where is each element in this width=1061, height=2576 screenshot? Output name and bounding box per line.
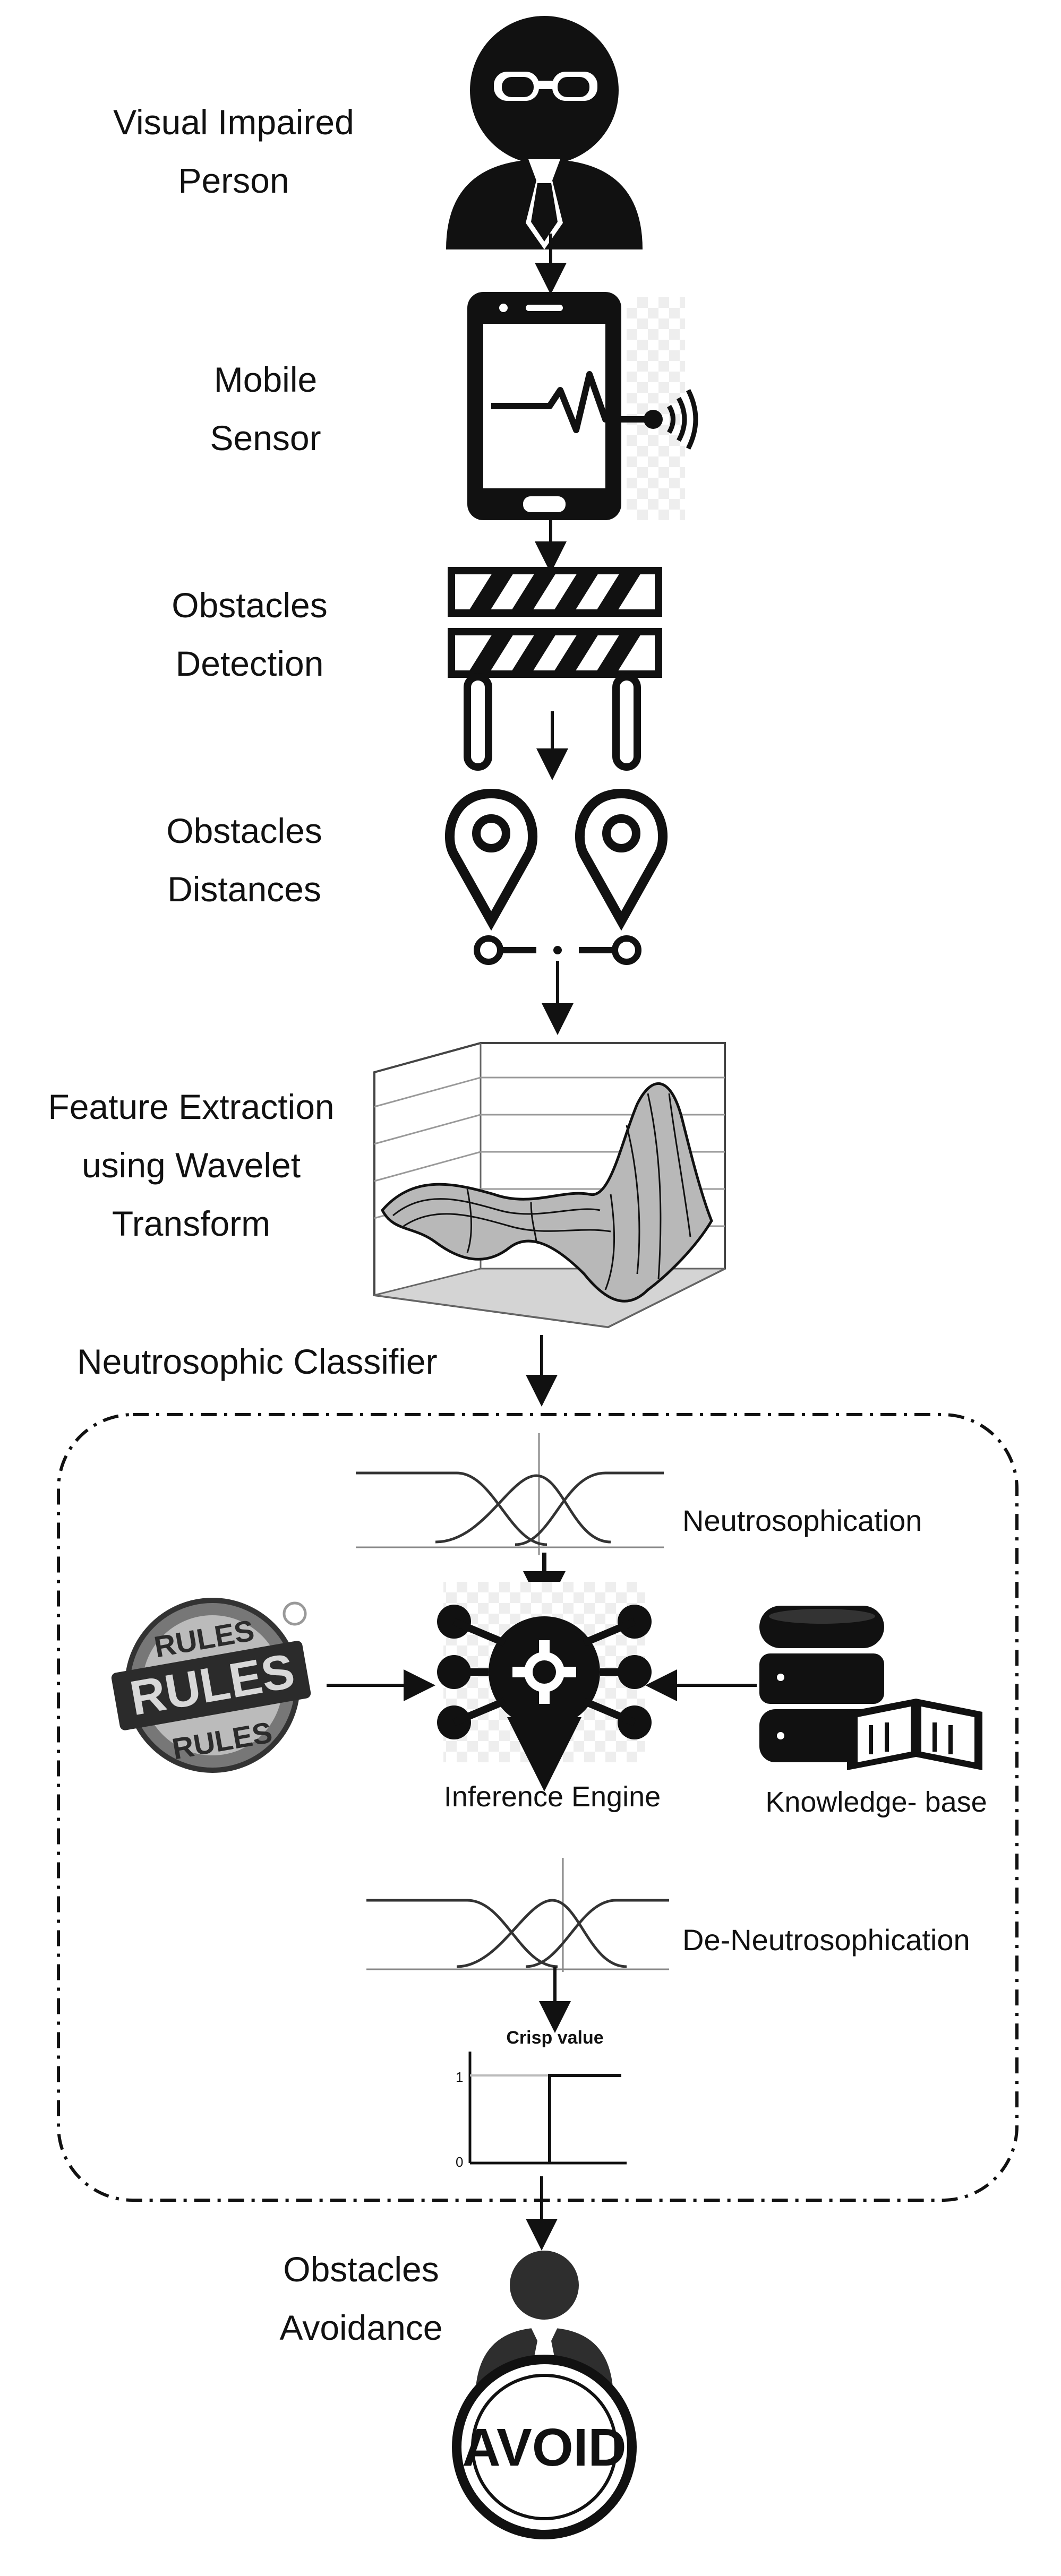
rules-badge-icon: RULES RULES RULES	[111, 1598, 311, 1773]
label-line: Distances	[167, 869, 321, 909]
label-line: Knowledge- base	[765, 1786, 987, 1818]
neutrosophication-curves	[356, 1433, 664, 1555]
mobile-sensor-icon	[467, 292, 698, 520]
visually-impaired-person-icon	[446, 16, 643, 249]
inference-engine-icon	[437, 1582, 652, 1791]
avoid-label: AVOID	[462, 2418, 626, 2477]
avoid-person-icon: AVOID	[452, 2251, 637, 2539]
label-line: Detection	[175, 644, 324, 683]
label-line: Transform	[112, 1204, 271, 1243]
label-line: Obstacles	[283, 2250, 439, 2289]
label-line: Avoidance	[279, 2308, 443, 2347]
label-line: Feature Extraction	[48, 1087, 335, 1126]
distance-pins-icon	[444, 788, 668, 965]
de-neutrosophication-curves	[366, 1858, 669, 1972]
label-line: Obstacles	[172, 585, 328, 625]
label-obstacles-distances: Obstacles Distances	[127, 802, 361, 918]
label-neutrosophication: Neutrosophication	[682, 1492, 980, 1550]
label-line: Neutrosophication	[682, 1504, 922, 1537]
crisp-value-chart: Crisp value 1 0	[456, 2028, 627, 2170]
label-visual-impaired-person: Visual Impaired Person	[101, 93, 366, 210]
knowledge-base-icon	[759, 1606, 982, 1770]
wavelet-surface-plot	[373, 1042, 726, 1329]
crisp-value-zero-tick: 0	[456, 2154, 463, 2170]
label-knowledge-base: Knowledge- base	[743, 1773, 1009, 1831]
label-obstacles-avoidance: Obstacles Avoidance	[250, 2240, 473, 2357]
label-line: Visual Impaired	[113, 102, 354, 142]
label-neutrosophic-classifier: Neutrosophic Classifier	[77, 1332, 555, 1391]
label-line: Person	[178, 161, 289, 200]
barricade-icon	[448, 567, 662, 771]
neutrosophic-classifier-boundary	[57, 1413, 1019, 2202]
label-line: Mobile	[213, 360, 318, 399]
label-obstacles-detection: Obstacles Detection	[133, 576, 366, 693]
label-line: Neutrosophic Classifier	[77, 1342, 438, 1381]
label-mobile-sensor: Mobile Sensor	[154, 350, 377, 467]
crisp-value-one-tick: 1	[456, 2069, 463, 2085]
label-line: Obstacles	[166, 811, 322, 850]
label-feature-extraction: Feature Extraction using Wavelet Transfo…	[16, 1078, 366, 1253]
label-line: using Wavelet	[81, 1145, 301, 1185]
label-de-neutrosophication: De-Neutrosophication	[682, 1911, 1022, 1969]
label-line: Sensor	[210, 418, 321, 458]
crisp-value-title: Crisp value	[506, 2028, 603, 2048]
label-line: De-Neutrosophication	[682, 1923, 970, 1957]
